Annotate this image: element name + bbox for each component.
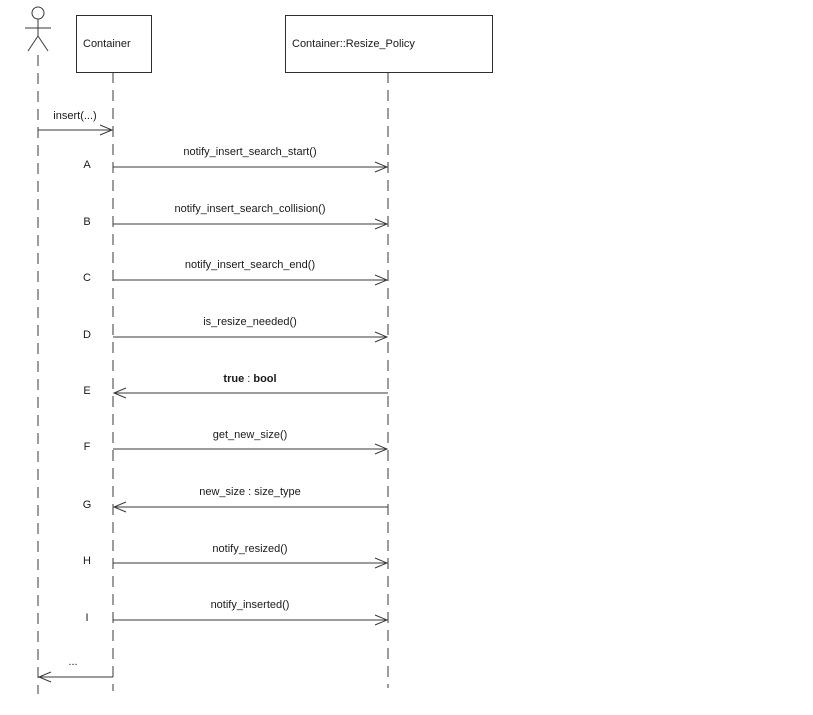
message-label-H: H	[83, 555, 91, 567]
message-text-return: ...	[68, 656, 78, 668]
message-text-F: get_new_size()	[212, 429, 288, 441]
message-text-G: new_size : size_type	[199, 486, 301, 498]
message-text-H: notify_resized()	[212, 543, 288, 555]
message-text-D: is_resize_needed()	[203, 316, 297, 328]
message-arrow-insert	[38, 124, 114, 136]
message-arrow-E	[112, 387, 388, 399]
message-text-I: notify_inserted()	[210, 599, 290, 611]
message-arrow-C	[113, 274, 389, 286]
message-label-E: E	[83, 385, 91, 397]
message-text-B: notify_insert_search_collision()	[174, 203, 326, 215]
message-label-F: F	[83, 441, 91, 453]
message-text-E: true : bool	[223, 373, 276, 385]
return-value: true	[223, 373, 245, 385]
message-text-insert: insert(...)	[53, 110, 97, 122]
participant-resize-policy-box: Container::Resize_Policy	[285, 15, 493, 73]
message-text-A: notify_insert_search_start()	[183, 146, 317, 158]
message-arrow-H	[113, 557, 389, 569]
participant-resize-policy-label: Container::Resize_Policy	[292, 38, 415, 50]
message-arrow-I	[113, 614, 389, 626]
message-label-I: I	[85, 612, 89, 624]
message-arrow-F	[113, 443, 389, 455]
message-arrow-B	[113, 218, 389, 230]
message-arrow-G	[112, 501, 388, 513]
participant-container-label: Container	[83, 38, 131, 50]
message-arrow-A	[113, 161, 389, 173]
message-label-G: G	[82, 499, 92, 511]
message-label-A: A	[83, 159, 91, 171]
actor-icon	[25, 6, 51, 52]
message-label-B: B	[83, 216, 91, 228]
return-type: bool	[253, 373, 277, 385]
participant-container-box: Container	[76, 15, 152, 73]
message-arrow-return	[37, 671, 113, 683]
message-label-C: C	[83, 272, 91, 284]
message-arrow-D	[113, 331, 389, 343]
message-text-C: notify_insert_search_end()	[184, 259, 316, 271]
message-label-D: D	[83, 329, 91, 341]
return-separator: :	[244, 373, 254, 385]
